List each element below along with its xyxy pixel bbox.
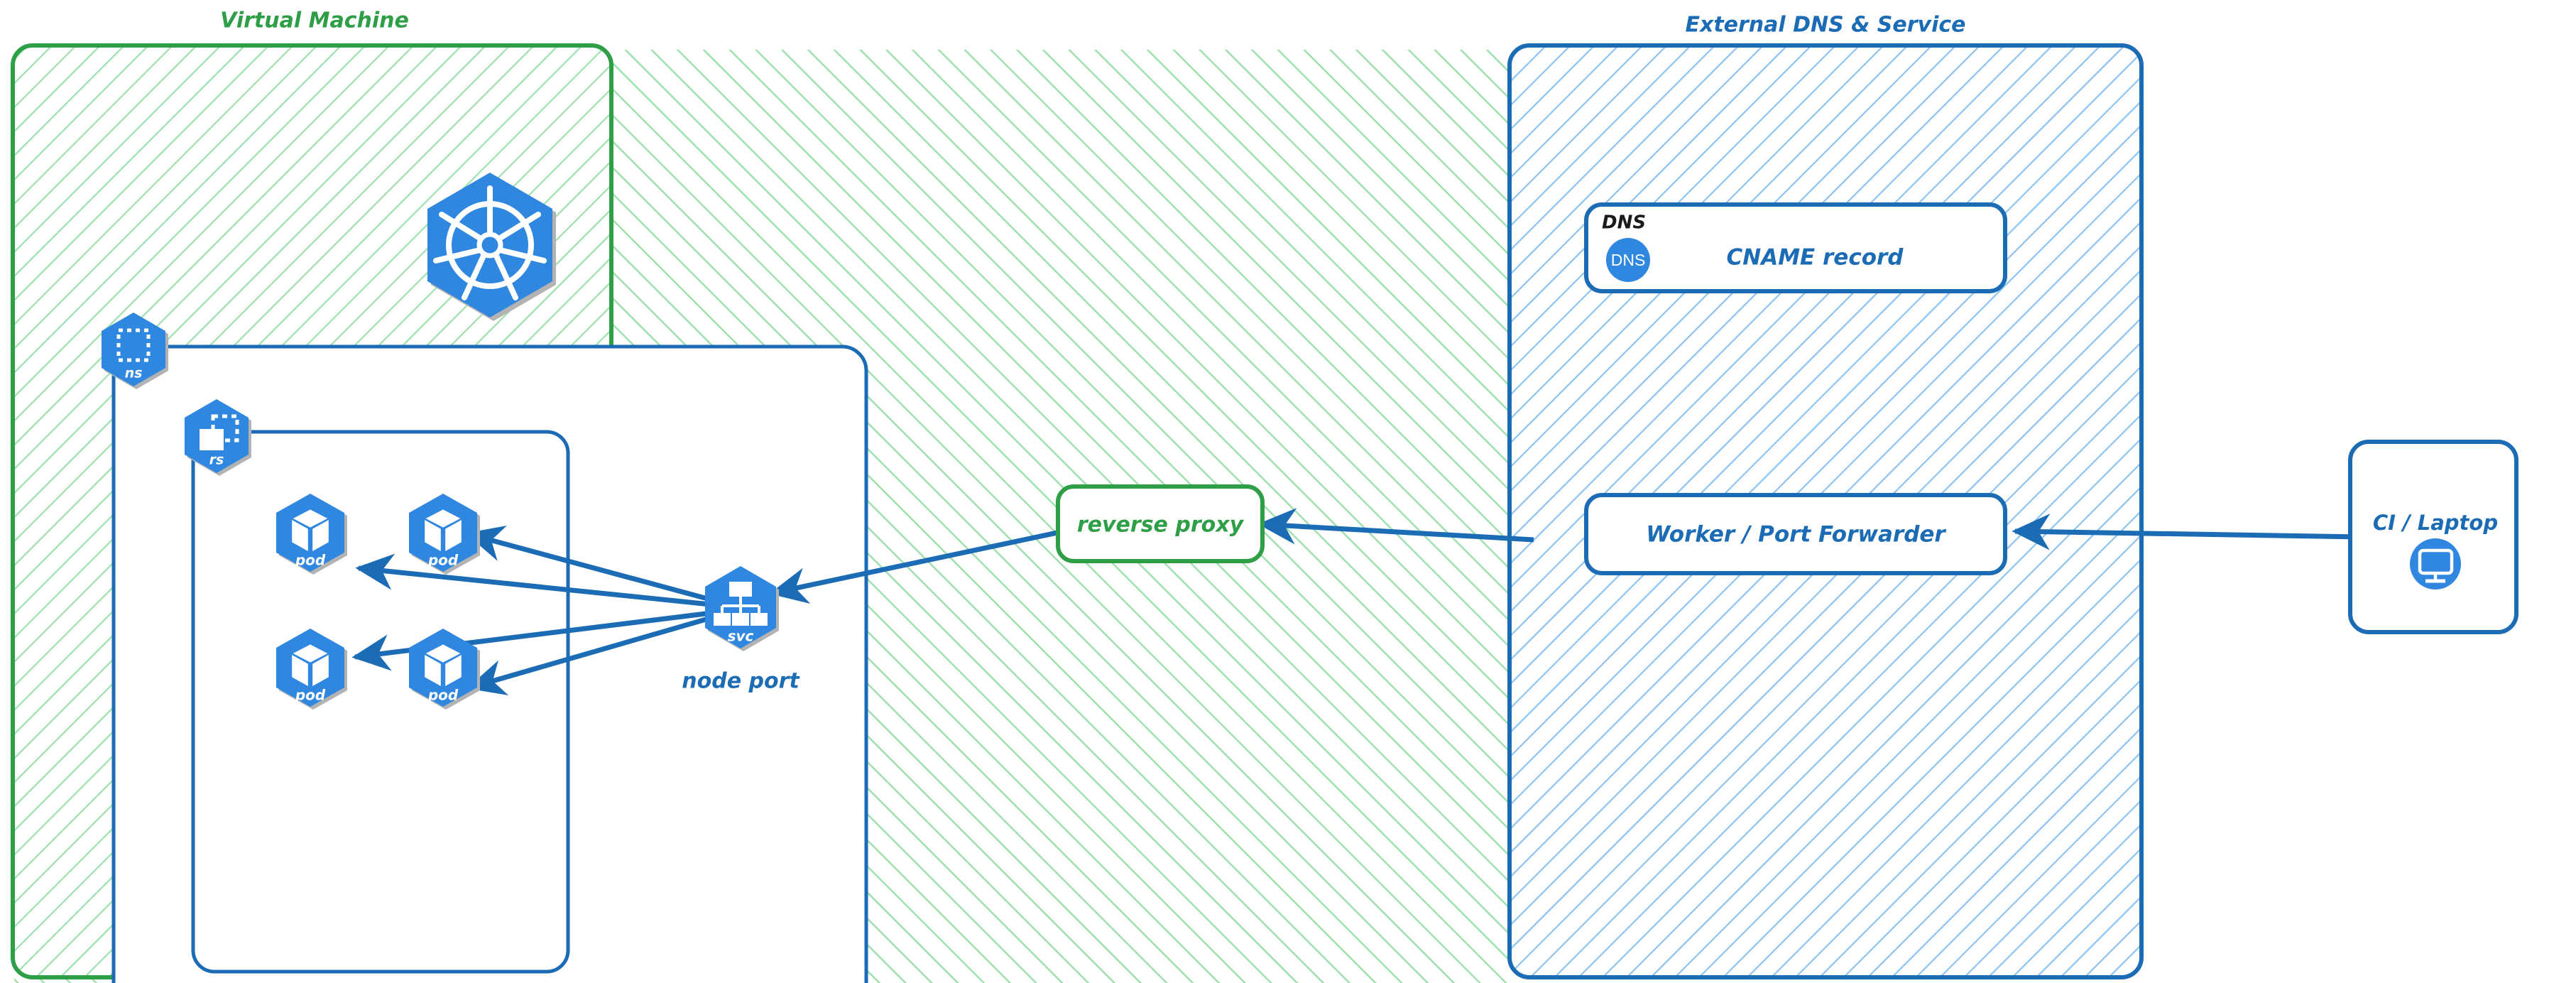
reverse-proxy-box[interactable]: reverse proxy	[1056, 484, 1265, 563]
dns-circle-icon: DNS	[1606, 238, 1650, 282]
group-label-virtual-machine: Virtual Machine	[220, 9, 409, 33]
edge-svc-pod-4	[466, 612, 721, 696]
kubernetes-wheel-icon	[427, 173, 556, 321]
namespace-badge[interactable]: ns	[102, 313, 168, 389]
service-node[interactable]: svc	[705, 566, 779, 651]
replicaset-badge-label: rs	[209, 452, 224, 468]
pod-label-3: pod	[295, 687, 326, 704]
namespace-badge-label: ns	[125, 366, 143, 381]
pod-cube-icon	[422, 507, 464, 555]
group-label-external-dns: External DNS & Service	[1685, 13, 1965, 38]
replicaset-icon	[200, 414, 239, 450]
namespace-icon	[116, 328, 151, 362]
monitor-icon	[2410, 538, 2461, 590]
edge-worker-to-reverse-proxy	[1257, 508, 1534, 545]
dns-box-header: DNS	[1602, 212, 1646, 234]
pod-label-4: pod	[427, 687, 459, 704]
pod-node-2[interactable]: pod	[409, 494, 480, 575]
edge-svc-pod-2	[465, 526, 721, 605]
dns-record-box[interactable]: DNS DNS CNAME record	[1584, 202, 2007, 293]
service-tree-icon	[714, 582, 768, 626]
worker-label: Worker / Port Forwarder	[1646, 522, 1946, 548]
client-box[interactable]: CI / Laptop	[2348, 440, 2518, 634]
client-label: CI / Laptop	[2373, 511, 2498, 535]
edge-svc-pod-1	[355, 553, 718, 608]
reverse-proxy-label: reverse proxy	[1077, 513, 1245, 538]
pod-node-4[interactable]: pod	[409, 629, 480, 710]
pod-cube-icon	[289, 507, 332, 555]
pod-label-2: pod	[427, 552, 459, 569]
pod-cube-icon	[289, 642, 332, 690]
replicaset-box[interactable]	[191, 430, 570, 974]
edge-client-to-worker	[2012, 514, 2364, 550]
worker-box[interactable]: Worker / Port Forwarder	[1584, 493, 2007, 575]
pod-label-1: pod	[295, 552, 326, 569]
service-caption-node-port: node port	[682, 669, 800, 694]
dns-record-label: CNAME record	[1727, 245, 1904, 271]
pod-node-3[interactable]: pod	[276, 629, 347, 710]
pod-node-1[interactable]: pod	[276, 494, 347, 575]
service-label: svc	[728, 628, 754, 645]
replicaset-badge[interactable]: rs	[185, 399, 251, 476]
pod-cube-icon	[422, 642, 464, 690]
dns-badge-text: DNS	[1611, 251, 1646, 269]
